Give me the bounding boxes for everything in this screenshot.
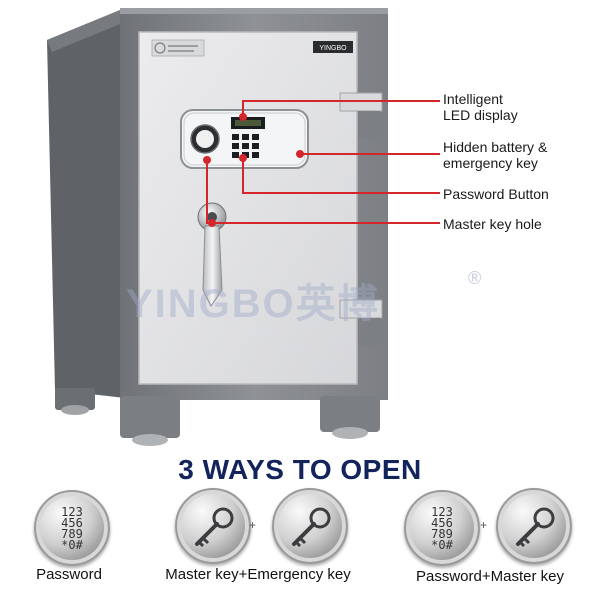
plus-sign: +: [480, 518, 488, 532]
callout-led-display: Intelligent LED display: [443, 91, 518, 123]
callout-battery: Hidden battery & emergency key: [443, 139, 547, 171]
callout-text-line: Password Button: [443, 186, 549, 202]
key-icon: [175, 488, 251, 564]
callout-master-key-hole: Master key hole: [443, 216, 542, 232]
keypad-digit-row: 789: [61, 527, 83, 541]
keypad-digit-row: *0#: [61, 538, 83, 552]
callout-text-line: Master key hole: [443, 216, 542, 232]
brand-plate: YINGBO: [313, 41, 353, 53]
keypad-digit-row: 123: [431, 505, 453, 519]
headline: 3 WAYS TO OPEN: [178, 454, 422, 485]
key-icon: [496, 488, 572, 564]
keypad-digit-row: *0#: [431, 538, 453, 552]
lower-hinge: [339, 299, 383, 346]
keypad-digit-row: 789: [431, 527, 453, 541]
keypad-buttons: [232, 134, 259, 158]
callout-text-line: LED display: [443, 107, 518, 123]
keypad-digit-row: 123: [61, 505, 83, 519]
callout-text-line: Intelligent: [443, 91, 503, 107]
callout-password-button: Password Button: [443, 186, 549, 202]
callout-lines: [203, 100, 440, 227]
safe-door: [138, 31, 358, 385]
keypad-digit-row: 456: [431, 516, 453, 530]
safe-side-panel: [47, 8, 125, 398]
safe-feet: [55, 388, 380, 446]
brand-plate-text: YINGBO: [319, 45, 347, 52]
method-caption-password: Password: [36, 566, 102, 583]
keypad-icon: 123 456 789 *0#: [404, 490, 480, 566]
keypad-icon: 123 456 789 *0#: [34, 490, 110, 566]
registered-mark: ®: [468, 268, 482, 288]
keypad-digit-row: 456: [61, 516, 83, 530]
watermark: YINGBO英博: [126, 282, 380, 326]
callout-text-line: Hidden battery &: [443, 139, 548, 155]
safe-illustration: YINGBO: [47, 8, 440, 446]
method-caption-password-master: Password+Master key: [416, 568, 564, 585]
certification-plate: [151, 39, 205, 57]
method-caption-master-emergency: Master key+Emergency key: [165, 566, 351, 583]
callout-text-line: emergency key: [443, 155, 538, 171]
key-icon: [272, 488, 348, 564]
plus-sign: +: [249, 518, 257, 532]
